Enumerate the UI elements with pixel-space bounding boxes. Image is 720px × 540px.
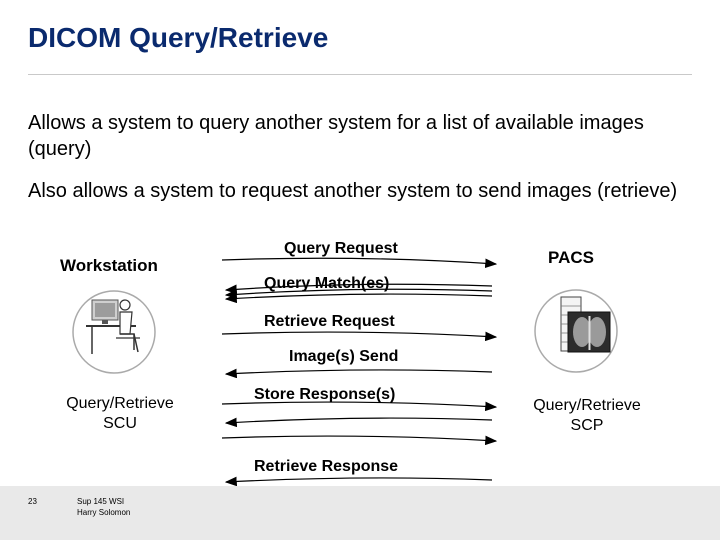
message-image-send: Image(s) Send	[289, 348, 399, 365]
message-retrieve-request: Retrieve Request	[264, 313, 395, 330]
arrow-retrieve-response	[224, 476, 493, 487]
scu-label: Query/Retrieve SCU	[66, 395, 174, 432]
bullet-retrieve: Also allows a system to request another …	[28, 180, 678, 202]
arrow-query-request	[221, 257, 498, 269]
scp-label: Query/Retrieve SCP	[533, 397, 641, 434]
footer-line-1: Sup 145 WSI	[77, 497, 125, 506]
page-number: 23	[28, 497, 37, 506]
arrow-query-matches	[224, 283, 493, 304]
title-divider	[28, 74, 692, 75]
workstation-label: Workstation	[60, 256, 158, 275]
footer-bar	[0, 486, 720, 540]
footer-line-2: Harry Solomon	[77, 508, 131, 517]
arrow-store-response-2	[221, 435, 498, 446]
workstation-icon	[72, 290, 156, 374]
message-query-matches: Query Match(es)	[264, 275, 390, 292]
message-retrieve-response: Retrieve Response	[254, 458, 399, 475]
arrow-store-response	[221, 401, 498, 412]
bullet-query: Allows a system to query another system …	[28, 112, 644, 160]
pacs-icon	[534, 289, 618, 373]
arrow-image-send	[224, 368, 493, 379]
message-query-request: Query Request	[284, 240, 398, 257]
pacs-label: PACS	[548, 248, 594, 267]
arrow-image-send-2	[224, 417, 493, 428]
message-store-response: Store Response(s)	[254, 386, 396, 403]
arrow-retrieve-request	[221, 331, 498, 342]
slide-title: DICOM Query/Retrieve	[28, 22, 329, 53]
